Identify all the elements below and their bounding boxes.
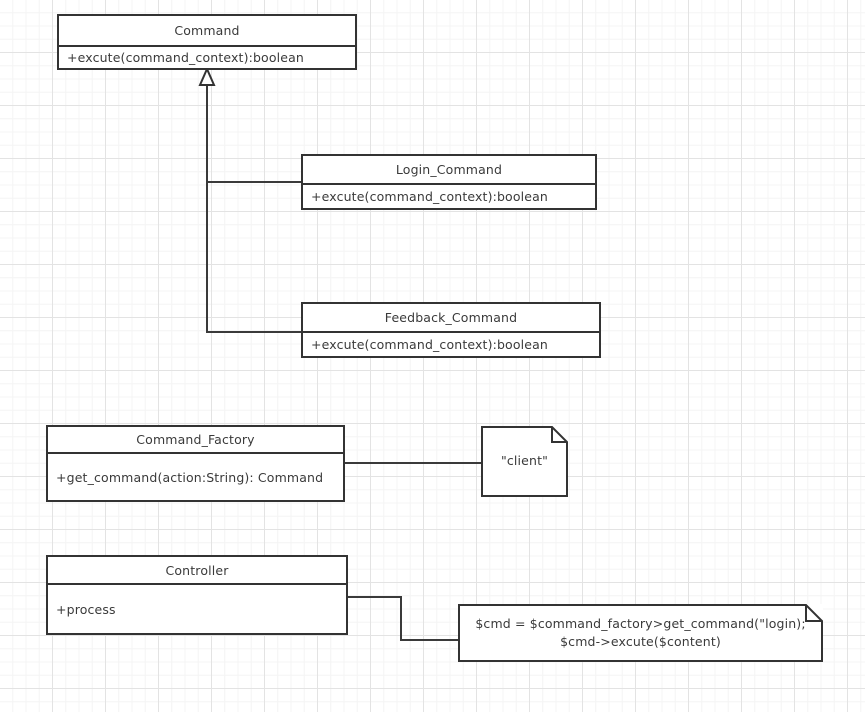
class-members-controller: +process <box>56 601 116 617</box>
class-box-command-factory[interactable]: Command_Factory +get_command(action:Stri… <box>46 425 345 502</box>
class-name-command-factory: Command_Factory <box>48 427 343 454</box>
generalization-branch-feedback <box>206 331 303 333</box>
class-members-command-factory: +get_command(action:String): Command <box>56 469 324 485</box>
class-members-feedback-command: +excute(command_context):boolean <box>311 337 549 352</box>
factory-client-connector <box>345 462 481 464</box>
note-client-text: "client" <box>500 453 549 469</box>
class-box-controller[interactable]: Controller +process <box>46 555 348 635</box>
note-code-snippet[interactable]: $cmd = $command_factory>get_command("log… <box>458 604 823 662</box>
class-box-login-command[interactable]: Login_Command +excute(command_context):b… <box>301 154 597 210</box>
class-name-login-command: Login_Command <box>303 156 595 185</box>
class-name-feedback-command: Feedback_Command <box>303 304 599 333</box>
class-box-feedback-command[interactable]: Feedback_Command +excute(command_context… <box>301 302 601 358</box>
class-members-command: +excute(command_context):boolean <box>67 50 305 65</box>
note-shape-client <box>481 426 568 497</box>
generalization-branch-login <box>206 181 303 183</box>
class-name-command: Command <box>59 16 355 47</box>
note-shape-code-snippet <box>458 604 823 662</box>
class-members-login-command: +excute(command_context):boolean <box>311 189 549 204</box>
note-client[interactable]: "client" <box>481 426 568 497</box>
note-code-snippet-text: $cmd = $command_factory>get_command("log… <box>475 615 806 649</box>
class-name-controller: Controller <box>48 557 346 585</box>
generalization-trunk-vertical <box>206 84 208 333</box>
controller-code-connector-v <box>400 596 402 641</box>
class-box-command[interactable]: Command +excute(command_context):boolean <box>57 14 357 70</box>
generalization-arrowhead-icon <box>198 66 216 86</box>
controller-code-connector-h1 <box>347 596 402 598</box>
controller-code-connector-h2 <box>400 639 460 641</box>
